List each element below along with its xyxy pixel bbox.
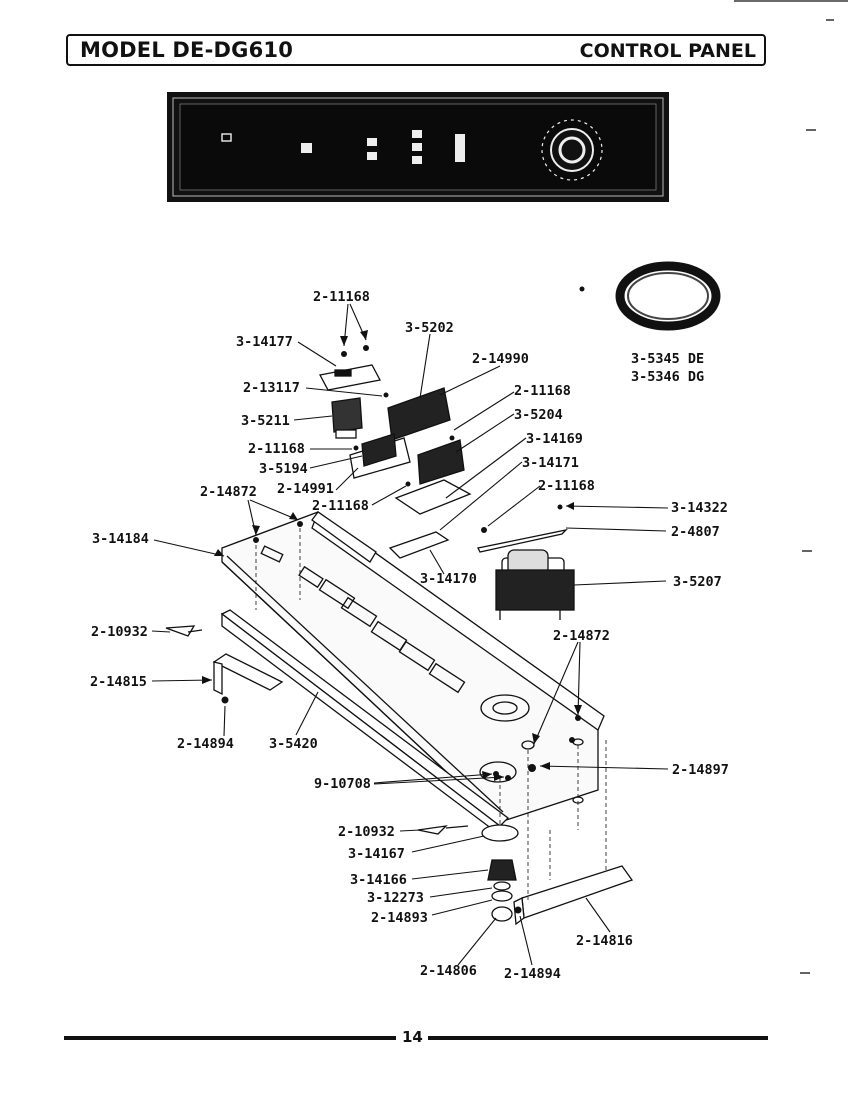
part-label: 3-5202 bbox=[405, 320, 454, 336]
leader-lines bbox=[151, 303, 669, 966]
wire-harness bbox=[579, 261, 721, 331]
knob-assembly bbox=[165, 625, 519, 922]
page-number: 14 bbox=[402, 1028, 423, 1046]
control-panel-front bbox=[167, 92, 669, 202]
part-label: 3-14170 bbox=[420, 571, 477, 587]
part-label: 3-14322 bbox=[671, 500, 728, 516]
part-label: 2-13117 bbox=[243, 380, 300, 396]
arrowheads bbox=[202, 330, 582, 781]
part-label: 2-10932 bbox=[91, 624, 148, 640]
part-label: 3-14171 bbox=[522, 455, 579, 471]
part-label: 3-5420 bbox=[269, 736, 318, 752]
part-label: 2-14894 bbox=[177, 736, 234, 752]
part-label: 2-14991 bbox=[277, 481, 334, 497]
part-label: 3-14177 bbox=[236, 334, 293, 350]
section-title: CONTROL PANEL bbox=[579, 40, 756, 62]
model-title: MODEL DE-DG610 bbox=[80, 38, 294, 62]
part-label: 3-14184 bbox=[92, 531, 149, 547]
part-label: 2-10932 bbox=[338, 824, 395, 840]
part-label: 3-5345 DE bbox=[631, 351, 704, 367]
part-label: 2-14815 bbox=[90, 674, 147, 690]
part-label: 3-12273 bbox=[367, 890, 424, 906]
part-label: 2-11168 bbox=[514, 383, 571, 399]
part-labels: 2-11168 3-5202 3-14177 2-14990 2-13117 2… bbox=[90, 289, 729, 982]
part-label: 3-14167 bbox=[348, 846, 405, 862]
part-label: 2-14816 bbox=[576, 933, 633, 949]
part-label: 2-14990 bbox=[472, 351, 529, 367]
part-label: 2-14872 bbox=[200, 484, 257, 500]
fasteners bbox=[221, 345, 581, 914]
end-cap bbox=[513, 865, 634, 926]
part-label: 3-14166 bbox=[350, 872, 407, 888]
part-label: 9-10708 bbox=[314, 776, 371, 792]
part-label: 2-11168 bbox=[313, 289, 370, 305]
part-label: 3-5204 bbox=[514, 407, 563, 423]
part-label: 2-11168 bbox=[538, 478, 595, 494]
part-label: 2-11168 bbox=[312, 498, 369, 514]
part-label: 3-5207 bbox=[673, 574, 722, 590]
guide-lines bbox=[255, 528, 607, 900]
margin-marks bbox=[734, 0, 848, 974]
page-header: MODEL DE-DG610 CONTROL PANEL bbox=[66, 34, 766, 66]
part-label: 2-14806 bbox=[420, 963, 477, 979]
switch-components bbox=[319, 364, 575, 620]
part-label: 3-14169 bbox=[526, 431, 583, 447]
part-label: 2-14894 bbox=[504, 966, 561, 982]
part-label: 2-4807 bbox=[671, 524, 720, 540]
part-label: 2-11168 bbox=[248, 441, 305, 457]
part-label: 2-14872 bbox=[553, 628, 610, 644]
part-label: 2-14897 bbox=[672, 762, 729, 778]
part-label: 3-5211 bbox=[241, 413, 290, 429]
part-label: 3-5194 bbox=[259, 461, 308, 477]
part-label: 2-14893 bbox=[371, 910, 428, 926]
part-label: 3-5346 DG bbox=[631, 369, 704, 385]
